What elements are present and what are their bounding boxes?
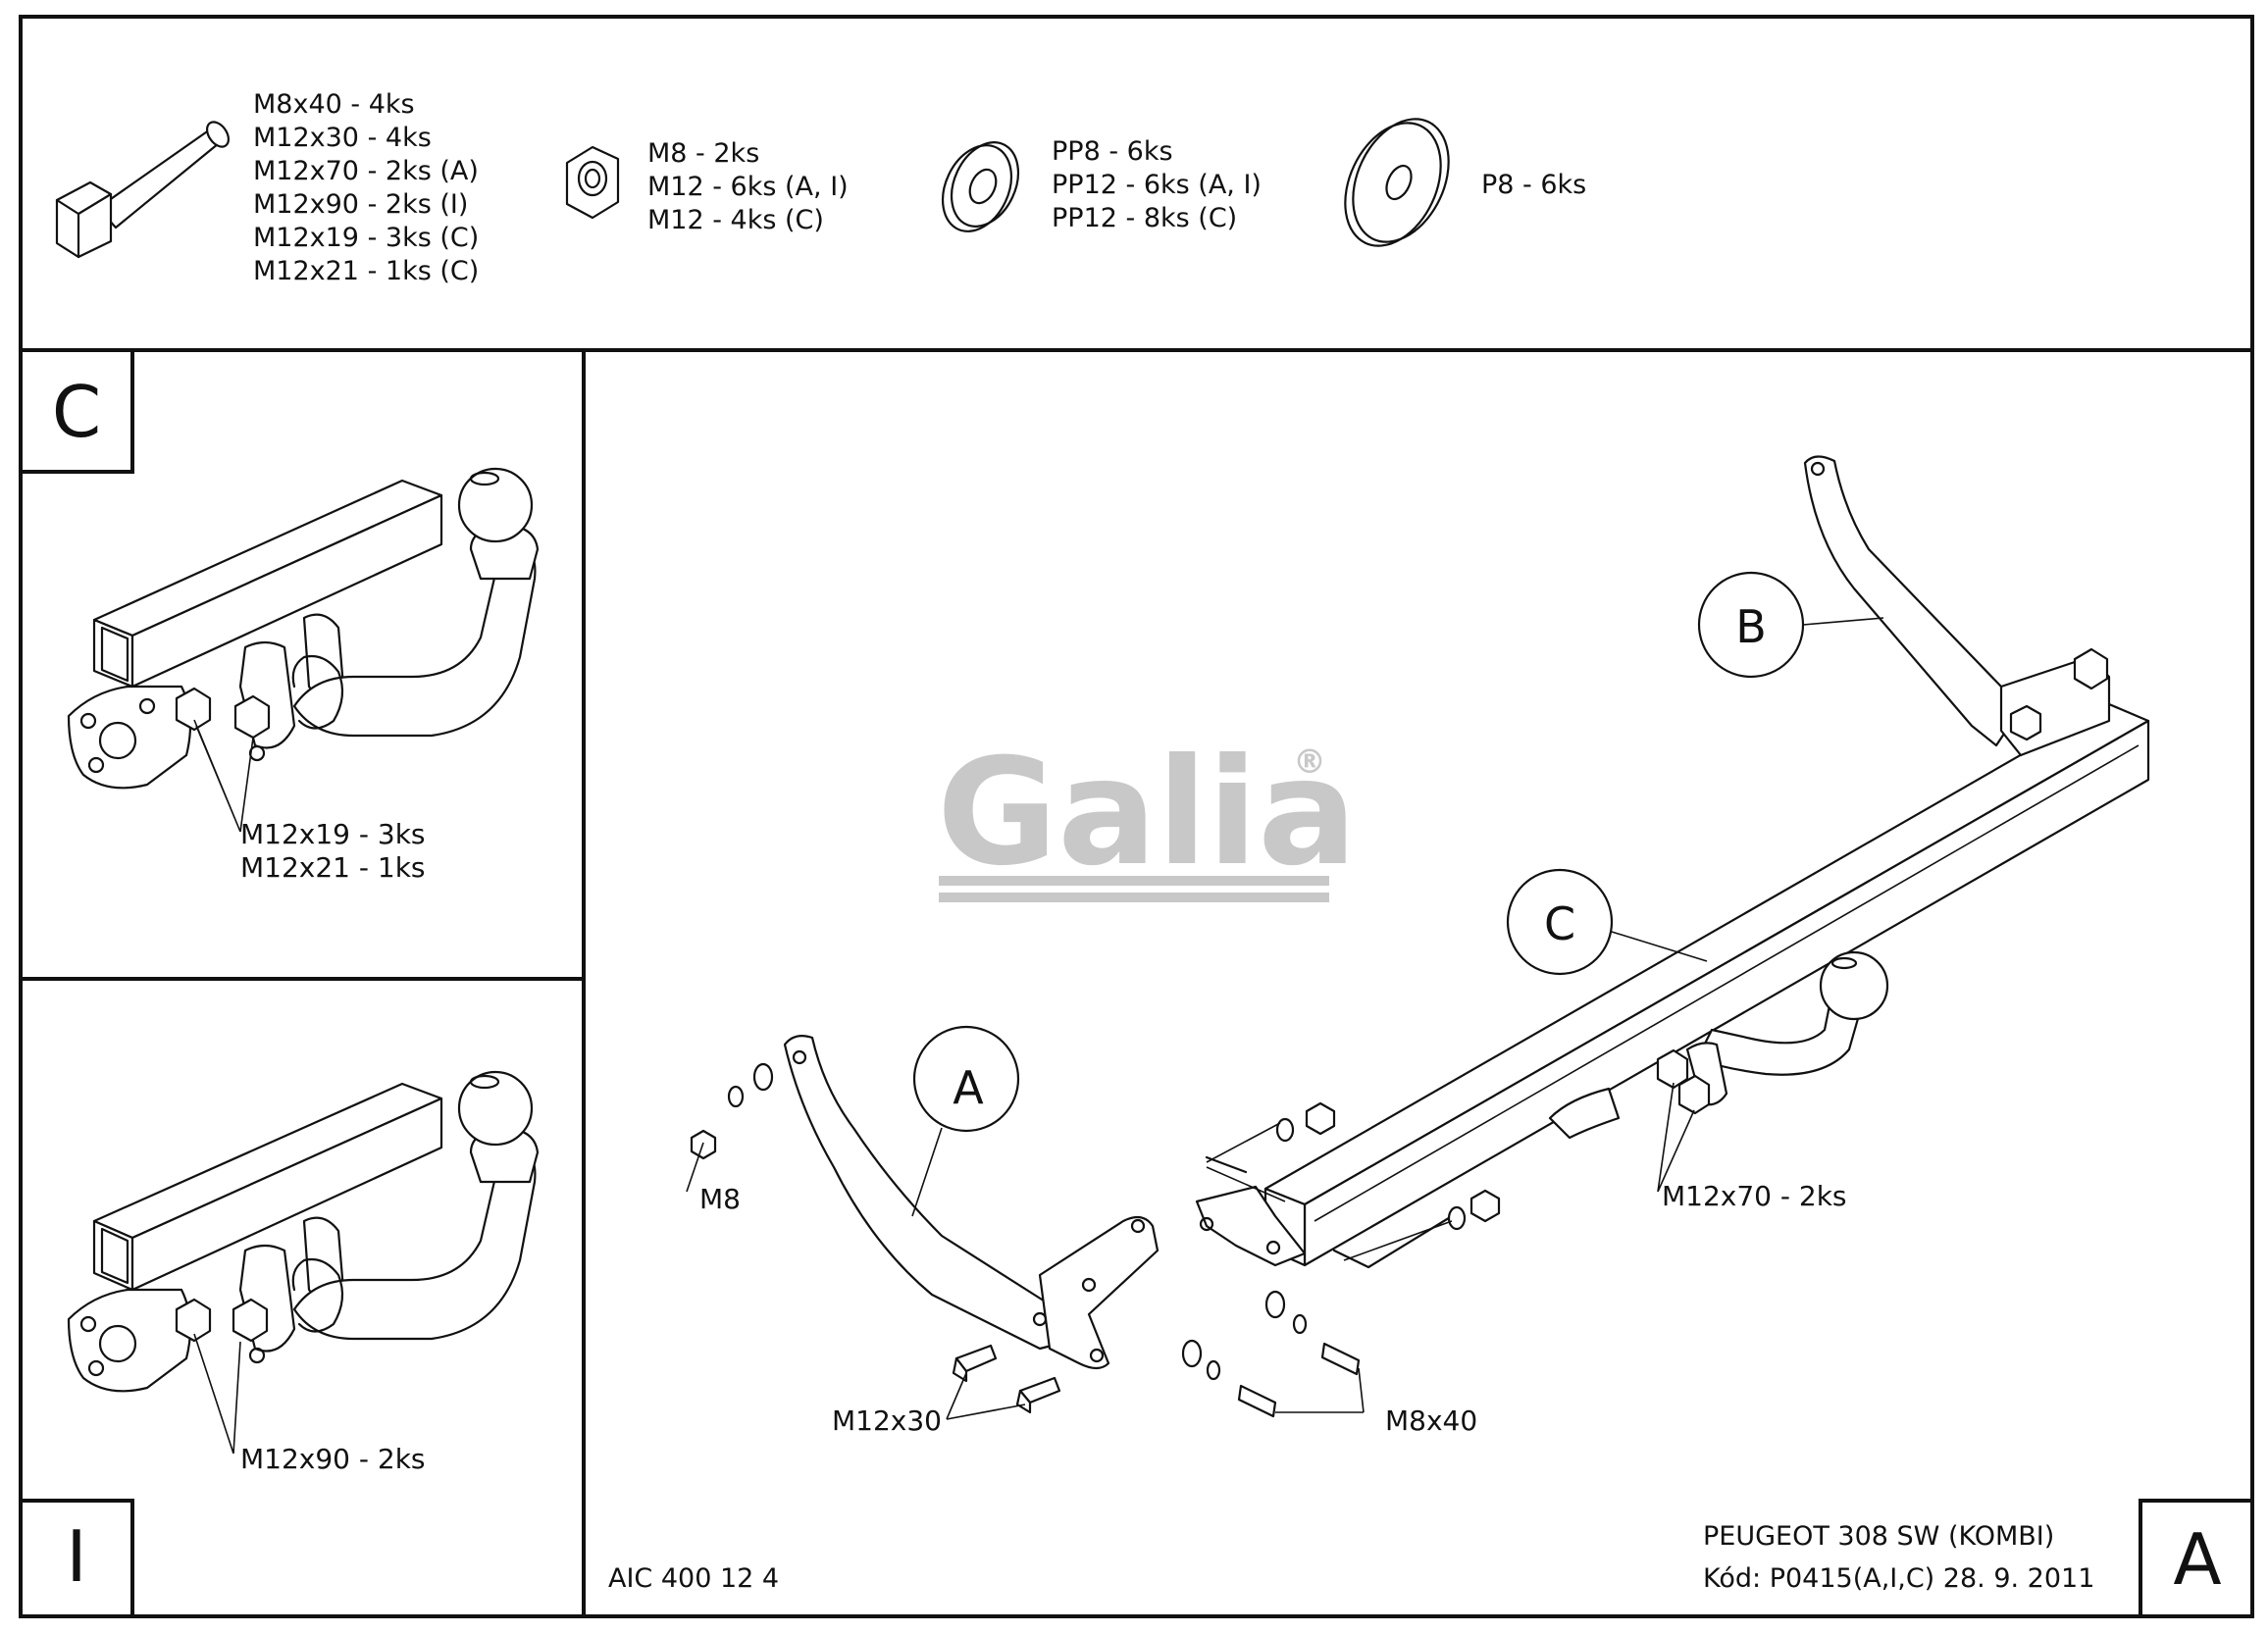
corner-letter-box (2139, 1499, 2254, 1618)
panel-i-towbar-drawing (67, 1070, 540, 1455)
bolt-list-item: M12x90 - 2ks (I) (253, 189, 468, 220)
lock-washer-list-item: PP12 - 6ks (A, I) (1052, 170, 1262, 200)
panel-c-letter-box (19, 348, 134, 474)
label-m12x70: M12x70 - 2ks (1662, 1180, 1847, 1212)
label-b: B (1735, 600, 1767, 653)
corner-letter: A (2173, 1518, 2221, 1601)
panel-c-callout: M12x19 - 3ks (240, 818, 426, 850)
nut-list-item: M12 - 6ks (A, I) (647, 172, 849, 202)
bolt-list-item: M12x30 - 4ks (253, 123, 432, 153)
galia-logo: Galia ® (937, 728, 1357, 902)
panel-i-letter: I (66, 1515, 86, 1598)
bolt-icon (55, 121, 231, 259)
nut-list-item: M12 - 4ks (C) (647, 205, 824, 235)
bolt-list-item: M12x21 - 1ks (C) (253, 256, 479, 286)
flat-washer-list-item: P8 - 6ks (1481, 170, 1586, 200)
lock-washer-icon (941, 141, 1020, 232)
panel-i-letter-box (19, 1499, 134, 1618)
lock-washer-list: PP8 - 6ks PP12 - 6ks (A, I) PP12 - 8ks (… (1052, 136, 1262, 233)
vehicle-name: PEUGEOT 308 SW (KOMBI) (1703, 1521, 2054, 1552)
panel-i-callout: M12x90 - 2ks (240, 1443, 426, 1475)
lock-washer-list-item: PP8 - 6ks (1052, 136, 1173, 167)
label-a: A (953, 1061, 984, 1114)
flat-washer-list: P8 - 6ks (1481, 170, 1586, 200)
logo-text: Galia (937, 728, 1357, 898)
bolt-list-item: M12x70 - 2ks (A) (253, 156, 479, 186)
bolt-list: M8x40 - 4ks M12x30 - 4ks M12x70 - 2ks (A… (253, 89, 479, 286)
label-m8: M8 (699, 1183, 741, 1215)
label-c: C (1544, 897, 1575, 950)
flat-washer-icon (1344, 118, 1450, 247)
label-m12x30: M12x30 (832, 1404, 942, 1437)
lock-washer-list-item: PP12 - 8ks (C) (1052, 203, 1237, 233)
nut-icon (565, 145, 620, 220)
drawing-frame (19, 15, 2254, 1618)
drawing-code: AIC 400 12 4 (608, 1563, 779, 1594)
bolt-list-item: M12x19 - 3ks (C) (253, 223, 479, 253)
logo-mark: ® (1293, 742, 1326, 782)
nut-list: M8 - 2ks M12 - 6ks (A, I) M12 - 4ks (C) (647, 138, 849, 235)
nut-list-item: M8 - 2ks (647, 138, 759, 169)
main-towbar-drawing (686, 455, 2150, 1420)
label-m8x40: M8x40 (1385, 1404, 1477, 1437)
panel-c-letter: C (52, 371, 101, 453)
panel-c-callout: M12x21 - 1ks (240, 851, 426, 884)
code-date: Kód: P0415(A,I,C) 28. 9. 2011 (1703, 1563, 2094, 1594)
panel-c-towbar-drawing (67, 467, 540, 833)
bolt-list-item: M8x40 - 4ks (253, 89, 415, 120)
